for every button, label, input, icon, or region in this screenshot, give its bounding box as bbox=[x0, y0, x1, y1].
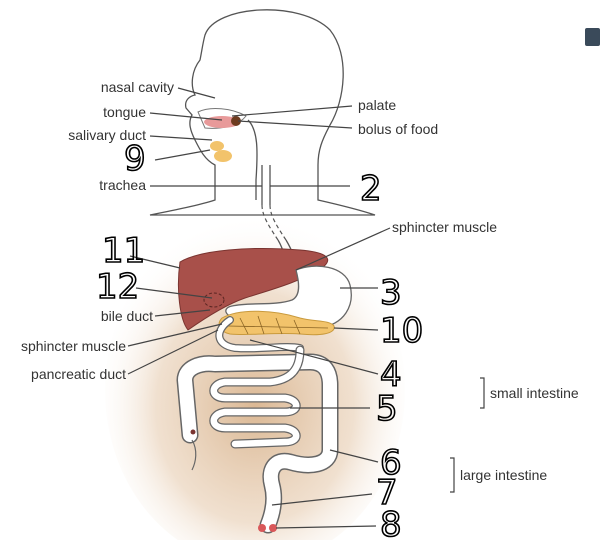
gall-bladder bbox=[203, 292, 225, 308]
number-7: 7 bbox=[376, 473, 398, 513]
label-sphincter-muscle-top: sphincter muscle bbox=[392, 219, 497, 235]
number-10: 10 bbox=[380, 311, 423, 351]
duodenum-inner bbox=[216, 317, 303, 352]
large-intestine-bracket bbox=[450, 457, 455, 493]
bolus-shape bbox=[231, 116, 241, 126]
anal-sphincter-left bbox=[258, 524, 266, 532]
label-trachea: trachea bbox=[99, 177, 146, 193]
number-6: 6 bbox=[380, 443, 402, 483]
label-salivary-duct: salivary duct bbox=[68, 127, 146, 143]
large-intestine-inner bbox=[178, 355, 337, 532]
cecum-marker bbox=[190, 429, 196, 435]
trachea-tube bbox=[261, 165, 271, 205]
number-4: 4 bbox=[380, 355, 402, 395]
label-palate: palate bbox=[358, 97, 396, 113]
label-sphincter-muscle-left: sphincter muscle bbox=[21, 338, 126, 354]
pancreatic-duct-lines bbox=[227, 315, 329, 335]
throat-tube bbox=[247, 119, 258, 200]
number-8: 8 bbox=[380, 505, 402, 540]
esophagus-dashed bbox=[261, 204, 287, 241]
label-bolus-of-food: bolus of food bbox=[358, 121, 438, 137]
salivary-gland bbox=[210, 141, 224, 151]
leader-lines bbox=[127, 87, 391, 529]
number-9: 9 bbox=[124, 139, 146, 179]
number-3: 3 bbox=[380, 273, 402, 313]
number-12: 12 bbox=[96, 267, 139, 307]
salivary-gland-lower bbox=[214, 150, 232, 162]
liver-shape bbox=[177, 248, 329, 331]
label-tongue: tongue bbox=[103, 104, 146, 120]
label-small-intestine: small intestine bbox=[490, 385, 579, 401]
corner-icon[interactable] bbox=[585, 28, 600, 46]
pancreas-shape bbox=[218, 310, 335, 336]
small-intestine-inner bbox=[210, 346, 304, 448]
label-bile-duct: bile duct bbox=[101, 308, 153, 324]
label-nasal-cavity: nasal cavity bbox=[101, 79, 174, 95]
head-silhouette bbox=[149, 9, 376, 216]
number-5: 5 bbox=[376, 389, 398, 429]
label-large-intestine: large intestine bbox=[460, 467, 547, 483]
anal-sphincter-right bbox=[269, 524, 277, 532]
number-2: 2 bbox=[360, 169, 382, 209]
small-intestine-bracket bbox=[480, 377, 485, 409]
appendix bbox=[191, 439, 197, 471]
number-11: 11 bbox=[102, 231, 145, 271]
label-pancreatic-duct: pancreatic duct bbox=[31, 366, 126, 382]
